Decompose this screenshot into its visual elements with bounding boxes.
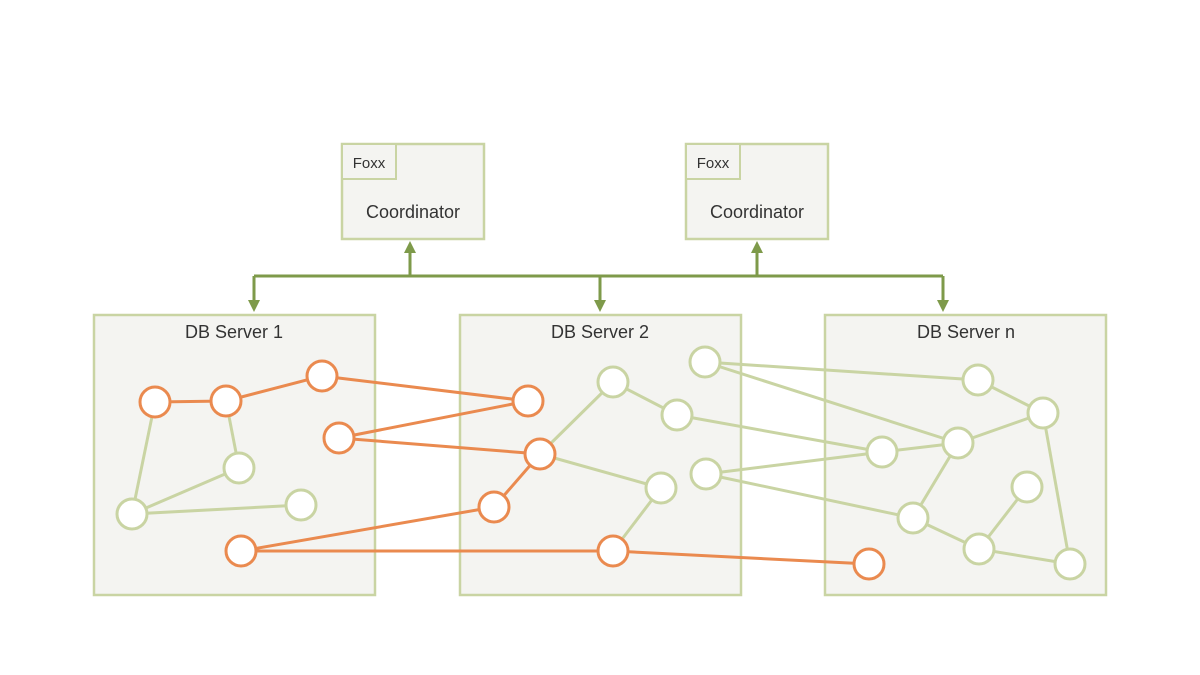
graph-node xyxy=(209,384,243,418)
db-server-n-label: DB Server n xyxy=(917,322,1015,342)
graph-edge xyxy=(321,374,529,403)
graph-node xyxy=(596,534,630,568)
foxx-tag-1 xyxy=(341,143,397,180)
graph-edge xyxy=(338,399,529,440)
graph-node xyxy=(689,457,723,491)
graph-node xyxy=(1053,547,1087,581)
graph-edge xyxy=(612,549,870,566)
coordinator-1-label: Coordinator xyxy=(366,202,460,222)
foxx-tag-2 xyxy=(685,143,741,180)
graph-edge xyxy=(705,450,883,476)
graph-node xyxy=(138,385,172,419)
graph-edge xyxy=(225,374,323,403)
graph-node xyxy=(941,426,975,460)
foxx-tag-2-label: Foxx xyxy=(697,155,730,172)
graph-node xyxy=(962,532,996,566)
coordinator-1: Foxx Coordinator xyxy=(340,142,486,241)
coordinator-2: Foxx Coordinator xyxy=(684,142,830,241)
graph-node xyxy=(284,488,318,522)
graph-node xyxy=(596,365,630,399)
graph-node xyxy=(660,398,694,432)
graph-edge xyxy=(538,380,615,456)
arrow-to-server-n xyxy=(937,300,949,312)
arrow-to-coordinator-2 xyxy=(751,241,763,253)
graph-node xyxy=(1010,470,1044,504)
arrow-to-server-1 xyxy=(248,300,260,312)
graph-node xyxy=(523,437,557,471)
graph-edge xyxy=(131,503,302,516)
graph-node xyxy=(896,501,930,535)
graph-edge xyxy=(1041,412,1072,565)
graph-node xyxy=(1026,396,1060,430)
graph-node xyxy=(511,384,545,418)
graph-node xyxy=(222,451,256,485)
graph-edge xyxy=(676,413,883,454)
graph-node xyxy=(305,359,339,393)
graph-node xyxy=(961,363,995,397)
graph-node xyxy=(322,421,356,455)
db-server-2-label: DB Server 2 xyxy=(551,322,649,342)
graph-node xyxy=(115,497,149,531)
graph-edge xyxy=(338,436,541,456)
graph-node xyxy=(865,435,899,469)
arrow-to-coordinator-1 xyxy=(404,241,416,253)
arrow-to-server-2 xyxy=(594,300,606,312)
graph-edge xyxy=(704,360,979,382)
graph-node xyxy=(688,345,722,379)
graph-edge xyxy=(539,452,662,490)
graph-node xyxy=(224,534,258,568)
graph-edge xyxy=(704,360,959,445)
connector-bus xyxy=(248,241,949,312)
graph-edge xyxy=(705,472,914,520)
coordinator-2-label: Coordinator xyxy=(710,202,804,222)
graph-edge xyxy=(130,401,157,515)
graph-edge xyxy=(240,505,495,553)
graph-node xyxy=(477,490,511,524)
graph-edge xyxy=(131,466,240,516)
foxx-tag-1-label: Foxx xyxy=(353,155,386,172)
graph-nodes xyxy=(115,345,1087,581)
graph-node xyxy=(644,471,678,505)
db-server-1-label: DB Server 1 xyxy=(185,322,283,342)
graph-node xyxy=(852,547,886,581)
